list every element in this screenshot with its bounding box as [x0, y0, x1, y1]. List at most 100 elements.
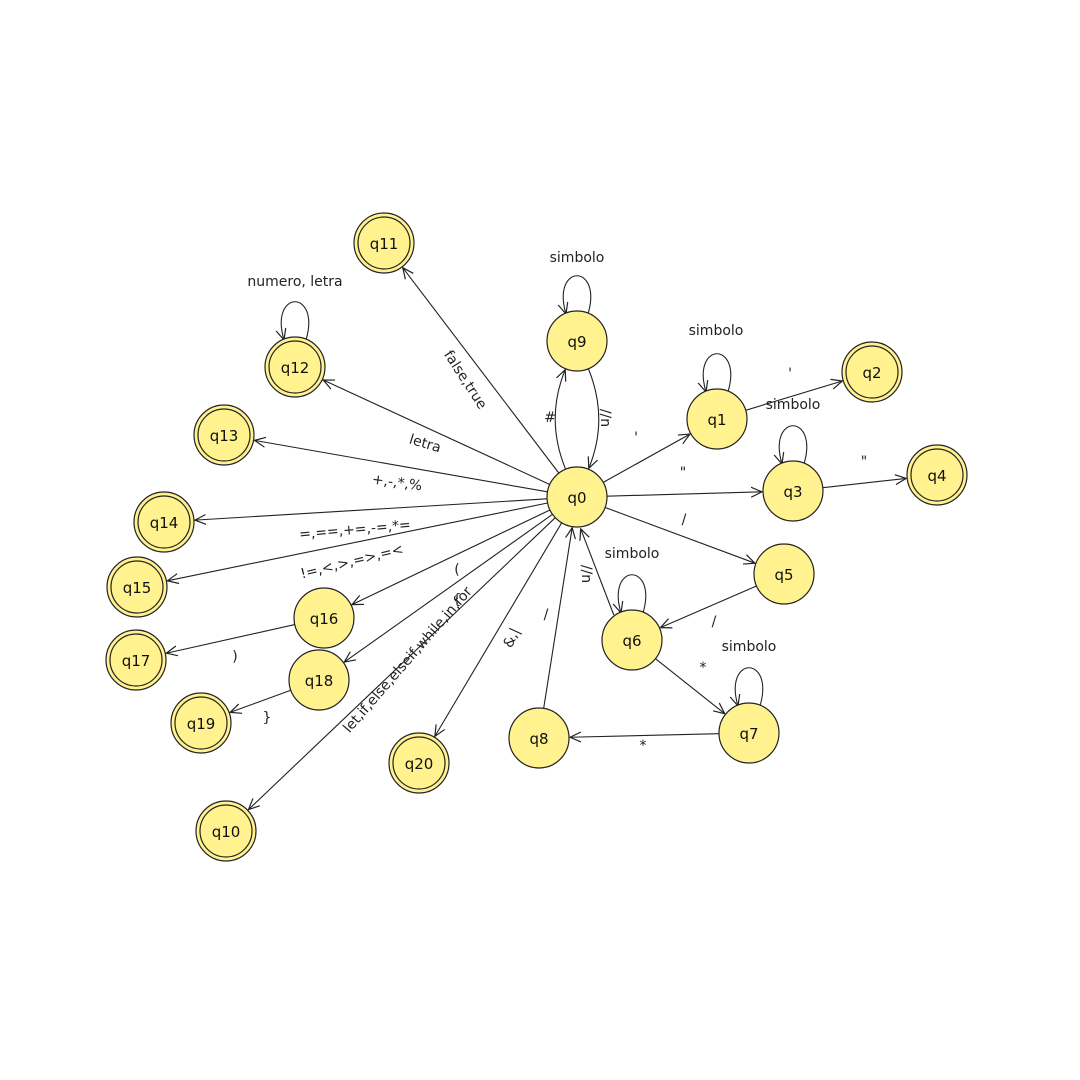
transition-label-q0-q11: false,true [440, 348, 490, 412]
state-q18: q18 [288, 649, 350, 711]
transition-label-q6-q6: simbolo [605, 546, 660, 562]
state-circle-q16 [293, 587, 355, 649]
transition-label-q0-q5: / [682, 512, 687, 528]
transition-q6-q6 [618, 574, 647, 613]
transition-q0-q9 [554, 370, 565, 470]
state-circle-q15 [106, 556, 168, 618]
state-label-q10: q10 [212, 823, 241, 841]
accepting-ring-q2 [845, 345, 899, 399]
accepting-ring-q19 [174, 696, 228, 750]
state-label-q0: q0 [567, 489, 586, 507]
transition-label-q0-q3: " [680, 465, 686, 481]
transition-label-q16-q17: ) [232, 649, 237, 665]
state-label-q20: q20 [405, 755, 434, 773]
accepting-ring-q20 [392, 736, 446, 790]
state-q14: q14 [133, 491, 195, 553]
state-circle-q5 [753, 543, 815, 605]
transition-q3-q4 [822, 478, 906, 489]
state-label-q18: q18 [305, 672, 334, 690]
state-label-q12: q12 [281, 359, 310, 377]
accepting-ring-q13 [197, 408, 251, 462]
transition-label-q9-q0: //n [597, 409, 613, 427]
transition-q12-q12 [281, 301, 310, 340]
accepting-ring-q14 [137, 495, 191, 549]
state-q0: q0 [546, 466, 608, 528]
state-q13: q13 [193, 404, 255, 466]
accepting-ring-q12 [268, 340, 322, 394]
accepting-ring-q11 [357, 216, 411, 270]
state-label-q19: q19 [187, 715, 216, 733]
transition-label-q7-q8: * [640, 738, 647, 754]
transition-label-q18-q19: } [263, 710, 272, 726]
state-label-q13: q13 [210, 427, 239, 445]
state-q2: q2 [841, 341, 903, 403]
state-q4: q4 [906, 444, 968, 506]
state-label-q8: q8 [529, 730, 548, 748]
state-label-q9: q9 [567, 333, 586, 351]
transition-label-q3-q3: simbolo [766, 397, 821, 413]
state-circle-q9 [546, 310, 608, 372]
state-label-q6: q6 [622, 632, 641, 650]
transition-q0-q18 [344, 513, 553, 662]
transition-q0-q14 [195, 498, 548, 520]
transition-q9-q0 [588, 368, 600, 469]
state-q10: q10 [195, 800, 257, 862]
state-q9: q9 [546, 310, 608, 372]
state-circle-q18 [288, 649, 350, 711]
transition-label-q0-q9: # [544, 410, 556, 426]
transition-q0-q3 [606, 492, 762, 496]
transition-q9-q9 [563, 275, 592, 314]
state-q15: q15 [106, 556, 168, 618]
transition-label-q0-q1: ' [634, 430, 638, 446]
transition-q0-q11 [403, 268, 560, 474]
state-label-q5: q5 [774, 566, 793, 584]
transition-label-q0-q20: &,| [501, 626, 524, 651]
state-q19: q19 [170, 692, 232, 754]
transition-label-q1-q1: simbolo [689, 323, 744, 339]
transition-q1-q1 [703, 353, 732, 392]
state-circle-q12 [264, 336, 326, 398]
transitions-layer [166, 268, 906, 810]
state-label-q1: q1 [707, 411, 726, 429]
transition-label-q8-q0: / [544, 607, 549, 623]
state-label-q17: q17 [122, 652, 151, 670]
state-circle-q11 [353, 212, 415, 274]
state-q17: q17 [105, 629, 167, 691]
transition-label-q0-q14: =,==,+=,-=,*= [299, 517, 412, 543]
state-label-q4: q4 [927, 467, 946, 485]
state-circle-q20 [388, 732, 450, 794]
state-circle-q19 [170, 692, 232, 754]
states-layer: q0 q1 q2 q3 q4 q5 q6 q7 q8 q9 q10 q11 q12 q13 q14 q15 q1… [105, 212, 968, 862]
transition-q16-q17 [166, 624, 295, 654]
transition-label-q6-q7: * [700, 660, 707, 676]
transition-q0-q5 [604, 506, 755, 563]
state-circle-q3 [762, 460, 824, 522]
transition-label-q0-q18: { [453, 592, 462, 608]
transition-label-q5-q6: / [712, 614, 717, 630]
transition-q8-q0 [543, 528, 572, 709]
transition-label-q9-q9: simbolo [550, 250, 605, 266]
transition-q7-q7 [735, 667, 764, 706]
transition-label-q0-q15: !=,<,>,=>,=< [299, 541, 405, 582]
transition-q0-q16 [352, 509, 551, 605]
state-q11: q11 [353, 212, 415, 274]
transition-q3-q3 [779, 425, 808, 464]
state-q16: q16 [293, 587, 355, 649]
state-circle-q0 [546, 466, 608, 528]
state-label-q16: q16 [310, 610, 339, 628]
state-q8: q8 [508, 707, 570, 769]
state-q7: q7 [718, 702, 780, 764]
transition-label-q3-q4: " [861, 454, 867, 470]
transition-q0-q10 [248, 517, 556, 810]
state-q3: q3 [762, 460, 824, 522]
transition-q0-q1 [602, 434, 690, 483]
state-q12: q12 [264, 336, 326, 398]
accepting-ring-q15 [110, 560, 164, 614]
state-q5: q5 [753, 543, 815, 605]
state-circle-q7 [718, 702, 780, 764]
accepting-ring-q17 [109, 633, 163, 687]
state-label-q14: q14 [150, 514, 179, 532]
transition-label-q0-q10: let,if,else,elseif,while,in,for [340, 584, 475, 736]
state-circle-q17 [105, 629, 167, 691]
